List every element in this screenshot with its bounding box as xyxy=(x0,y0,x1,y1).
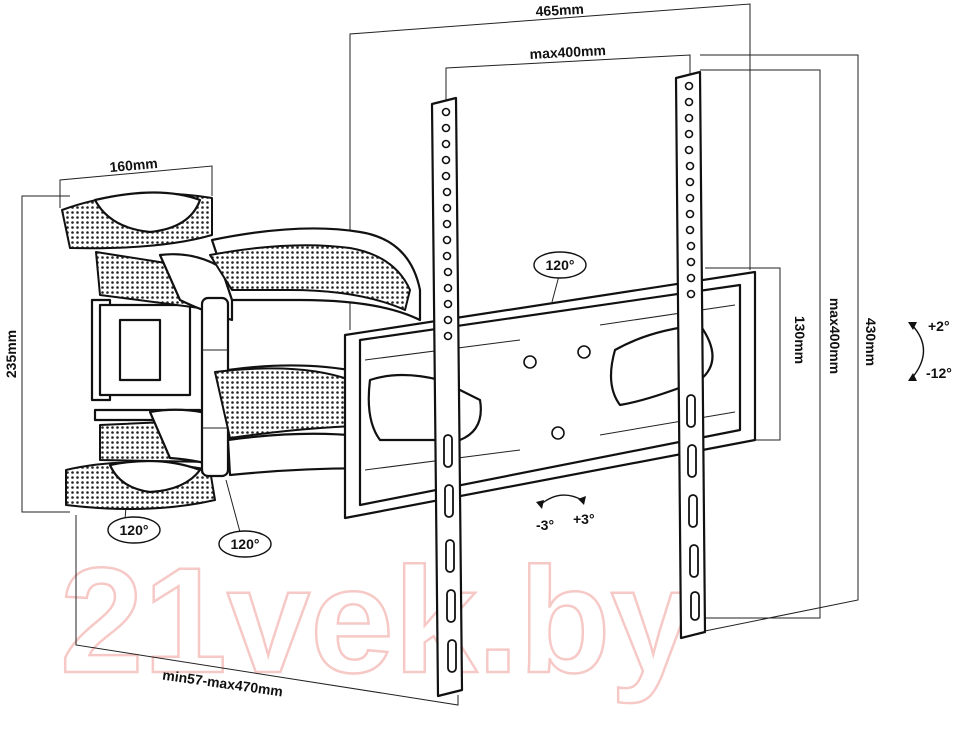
dim-width-total: 465mm xyxy=(535,1,584,20)
right-vertical-rail xyxy=(674,70,707,640)
watermark: 21vek.by xyxy=(60,536,694,704)
wall-plate xyxy=(90,298,202,422)
dimension-lines xyxy=(21,3,859,706)
tilt-down-label: -12° xyxy=(926,365,952,381)
left-rail-holes xyxy=(441,107,453,341)
level-plus-label: +3° xyxy=(573,511,595,527)
svg-text:120°: 120° xyxy=(231,536,260,552)
svg-text:120°: 120° xyxy=(120,522,149,538)
dim-arm-width: 160mm xyxy=(109,155,158,175)
svg-text:120°: 120° xyxy=(546,257,575,273)
dim-vesa-horizontal: max400mm xyxy=(529,42,606,62)
angle-badge-left: 120° xyxy=(107,516,161,544)
upper-arm-cap xyxy=(61,191,213,250)
angle-badge-center: 120° xyxy=(533,251,587,279)
right-rail-holes xyxy=(684,81,696,299)
dim-rail-height: 430mm xyxy=(863,318,879,366)
angle-badge-right: 120° xyxy=(218,530,272,558)
dim-bracket-height: 130mm xyxy=(792,316,808,364)
dim-vesa-vertical: max400mm xyxy=(827,298,843,374)
lower-arm-cap xyxy=(65,459,216,510)
left-vertical-rail xyxy=(430,96,464,698)
level-arrow-icon xyxy=(536,494,586,509)
dim-plate-height: 235mm xyxy=(3,330,19,378)
tilt-up-label: +2° xyxy=(928,318,950,334)
tilt-arrow-icon xyxy=(908,322,925,381)
level-minus-label: -3° xyxy=(536,517,554,533)
